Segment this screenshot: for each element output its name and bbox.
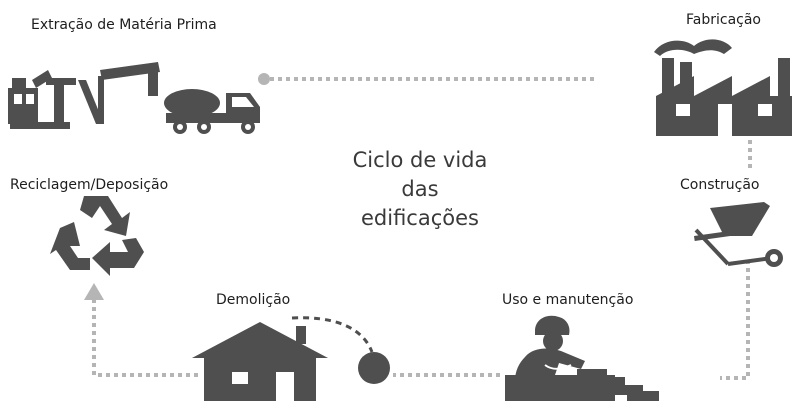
stage-label-construction: Construção [680,177,760,193]
connector-demolition-to-recycling [92,300,198,377]
stage-label-demolition: Demolição [216,292,291,308]
wheelbarrow-icon [694,202,783,267]
stage-label-extraction: Extração de Matéria Prima [31,17,217,33]
bricklayer-worker-icon [505,315,659,401]
connector-construction-to-use [720,260,750,380]
title-line-3: edificações [361,206,479,230]
stage-label-use-maintenance: Uso e manutenção [502,292,634,308]
factory-icon [654,39,792,136]
title-line-2: das [401,177,439,201]
title-line-1: Ciclo de vida [352,148,488,172]
stage-label-recycling: Reciclagem/Deposição [10,177,169,193]
concrete-mixer-truck-icon [164,89,260,134]
oil-pumpjack-icon [8,62,160,129]
connector-arrowhead [84,283,104,300]
wrecking-ball-chain [291,316,374,353]
recycle-arrows-icon [50,196,144,276]
house-with-wrecking-ball-icon [192,316,390,401]
connector-start-dot [258,73,270,85]
stage-label-manufacturing: Fabricação [686,12,761,28]
diagram-title: Ciclo de vida das edificações [300,146,540,233]
